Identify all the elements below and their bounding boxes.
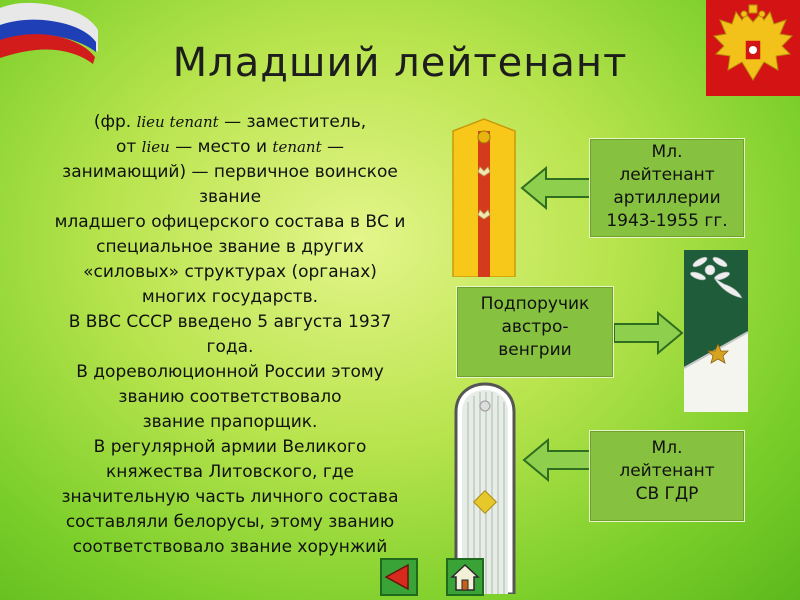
- body-line: В ВВС СССР введено 5 августа 1937: [20, 310, 440, 335]
- body-line: В дореволюционной России этому: [20, 360, 440, 385]
- label-line: артиллерии: [613, 188, 721, 208]
- home-button[interactable]: [446, 558, 484, 596]
- back-arrow-icon: [384, 563, 409, 591]
- austria-collar-tab-image: [683, 250, 749, 412]
- label-line: Мл.: [651, 438, 683, 458]
- arrow-right-austria: [613, 310, 684, 356]
- label-line: Подпоручик: [480, 294, 590, 314]
- body-italic-term: lieu tenant: [136, 113, 219, 131]
- body-line: звание прапорщик.: [20, 410, 440, 435]
- body-text-segment: соответствовало звание хорунжий: [72, 537, 388, 557]
- body-text-segment: звание: [198, 187, 262, 207]
- body-line: значительную часть личного состава: [20, 485, 440, 510]
- body-text-segment: (фр.: [93, 112, 137, 132]
- body-line: специальное звание в других: [20, 235, 440, 260]
- label-line: лейтенант: [619, 461, 715, 481]
- body-text-segment: — место и: [169, 137, 273, 157]
- body-text-segment: званию соответствовало: [118, 387, 342, 407]
- russian-flag: [0, 2, 98, 64]
- body-text-segment: — заместитель,: [218, 112, 367, 132]
- label-line: 1943-1955 гг.: [606, 211, 728, 231]
- label-line: СВ ГДР: [635, 484, 699, 504]
- body-text-segment: специальное звание в других: [96, 237, 364, 257]
- artillery-shoulder-board-image: [452, 118, 516, 277]
- label-artillery: Мл. лейтенант артиллерии 1943-1955 гг.: [589, 138, 745, 238]
- body-text-segment: В дореволюционной России этому: [76, 362, 384, 382]
- body-text-segment: значительную часть личного состава: [61, 487, 399, 507]
- body-text-segment: года.: [206, 337, 254, 357]
- body-text-segment: звание прапорщик.: [142, 412, 318, 432]
- label-line: венгрии: [498, 340, 572, 360]
- body-line: соответствовало звание хорунжий: [20, 535, 440, 560]
- body-text-segment: многих государств.: [141, 287, 319, 307]
- body-line: (фр. lieu tenant — заместитель,: [20, 110, 440, 135]
- back-button[interactable]: [380, 558, 418, 596]
- body-text-segment: В ВВС СССР введено 5 августа 1937: [68, 312, 392, 332]
- label-gdr: Мл. лейтенант СВ ГДР: [589, 430, 745, 522]
- body-line: многих государств.: [20, 285, 440, 310]
- body-line: года.: [20, 335, 440, 360]
- body-line: составляли белорусы, этому званию: [20, 510, 440, 535]
- body-text-segment: занимающий) — первичное воинское: [62, 162, 398, 182]
- body-line: княжества Литовского, где: [20, 460, 440, 485]
- body-line: «силовых» структурах (органах): [20, 260, 440, 285]
- body-text-segment: —: [321, 137, 345, 157]
- label-line: австро-: [501, 317, 569, 337]
- body-text-segment: княжества Литовского, где: [106, 462, 354, 482]
- body-text: (фр. lieu tenant — заместитель,от lieu —…: [20, 110, 440, 560]
- body-line: занимающий) — первичное воинское: [20, 160, 440, 185]
- body-line: от lieu — место и tenant —: [20, 135, 440, 160]
- body-text-segment: составляли белорусы, этому званию: [65, 512, 395, 532]
- body-line: званию соответствовало: [20, 385, 440, 410]
- body-text-segment: младшего офицерского состава в ВС и: [54, 212, 406, 232]
- body-line: В регулярной армии Великого: [20, 435, 440, 460]
- body-text-segment: «силовых» структурах (органах): [83, 262, 377, 282]
- label-austria: Подпоручик австро-венгрии: [456, 286, 614, 378]
- home-icon: [450, 563, 480, 591]
- label-line: Мл.: [651, 142, 683, 162]
- body-text-segment: В регулярной армии Великого: [93, 437, 367, 457]
- page-title: Младший лейтенант: [172, 40, 628, 86]
- body-text-segment: от: [115, 137, 142, 157]
- russian-coat-of-arms: [706, 0, 800, 96]
- body-italic-term: lieu: [141, 138, 170, 156]
- label-line: лейтенант: [619, 165, 715, 185]
- gdr-shoulder-board-image: [454, 382, 516, 594]
- arrow-left-artillery: [520, 165, 591, 211]
- arrow-left-gdr: [522, 437, 593, 483]
- body-line: младшего офицерского состава в ВС и: [20, 210, 440, 235]
- body-line: звание: [20, 185, 440, 210]
- body-italic-term: tenant: [272, 138, 322, 156]
